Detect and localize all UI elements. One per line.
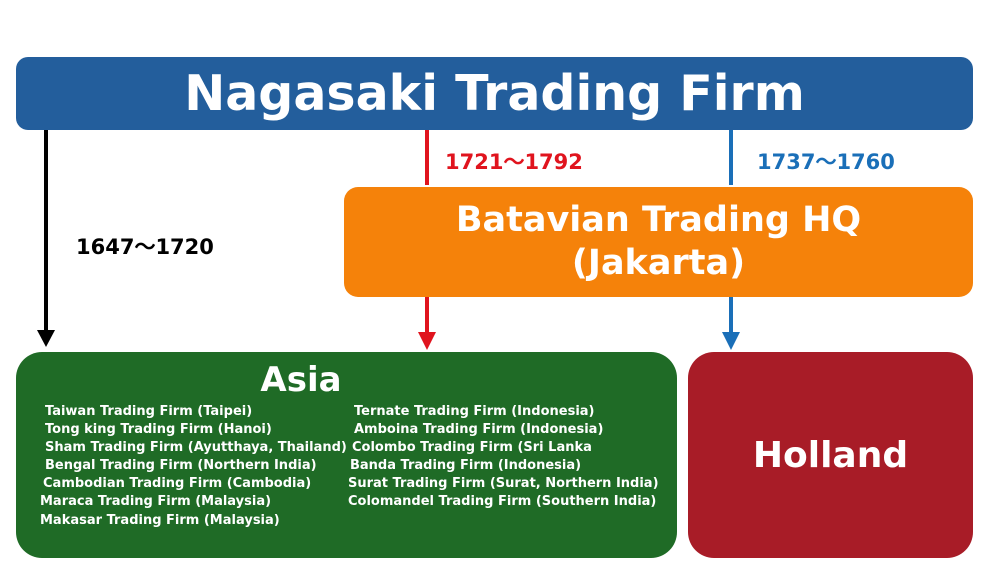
holland-box: Holland <box>688 352 973 558</box>
arrow-holland-head <box>722 332 740 350</box>
batavia-title: Batavian Trading HQ <box>455 200 862 241</box>
asia-box: Asia Taiwan Trading Firm (Taipei) Tong k… <box>16 352 677 558</box>
period-label-direct: 1647～1720 <box>76 235 214 259</box>
asia-firm-left: Maraca Trading Firm (Malaysia) <box>40 494 272 509</box>
asia-firm-left: Cambodian Trading Firm (Cambodia) <box>43 476 312 491</box>
holland-title: Holland <box>752 434 909 476</box>
asia-firm-right: Banda Trading Firm (Indonesia) <box>350 458 582 473</box>
asia-firm-left: Sham Trading Firm (Ayutthaya, Thailand) <box>45 440 347 455</box>
asia-title: Asia <box>260 360 342 400</box>
asia-firm-left: Tong king Trading Firm (Hanoi) <box>45 422 272 437</box>
asia-firm-left: Taiwan Trading Firm (Taipei) <box>45 404 253 419</box>
asia-firm-left: Bengal Trading Firm (Northern India) <box>45 458 317 473</box>
arrow-asia-head <box>418 332 436 350</box>
period-label-asia-via-batavia: 1721～1792 <box>445 150 583 174</box>
asia-firm-left: Makasar Trading Firm (Malaysia) <box>40 513 280 528</box>
asia-firm-right: Surat Trading Firm (Surat, Northern Indi… <box>348 476 659 491</box>
period-label-holland-via-batavia: 1737～1760 <box>757 150 895 174</box>
nagasaki-title: Nagasaki Trading Firm <box>184 65 805 122</box>
asia-firm-right: Ternate Trading Firm (Indonesia) <box>354 404 595 419</box>
asia-firm-right: Colombo Trading Firm (Sri Lanka <box>352 440 592 455</box>
batavian-trading-hq-box: Batavian Trading HQ (Jakarta) <box>344 187 973 297</box>
asia-firm-right: Colomandel Trading Firm (Southern India) <box>348 494 657 509</box>
asia-firm-right: Amboina Trading Firm (Indonesia) <box>354 422 604 437</box>
arrow-direct-head <box>37 330 55 347</box>
batavia-subtitle: (Jakarta) <box>571 243 746 283</box>
nagasaki-trading-firm-box: Nagasaki Trading Firm <box>16 57 973 130</box>
